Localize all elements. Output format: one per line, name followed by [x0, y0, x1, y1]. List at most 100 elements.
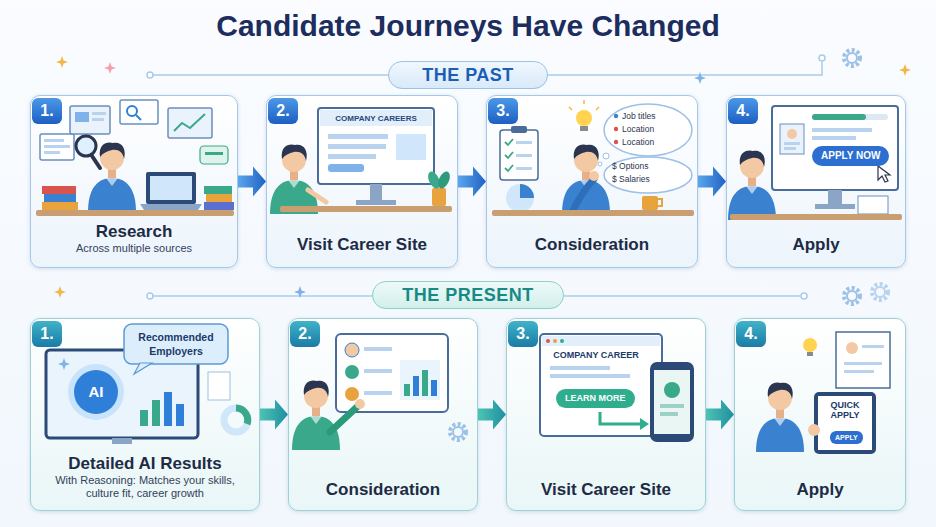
decor-lines	[801, 293, 807, 299]
step-title: Detailed AI Results	[68, 454, 221, 474]
career-site-scene	[370, 184, 382, 200]
decor-lines	[147, 55, 825, 299]
apply-scene	[756, 382, 804, 452]
ai-results-scene	[236, 408, 248, 424]
screen-button: APPLY	[830, 431, 863, 444]
decor-lines	[150, 295, 372, 297]
ai-results-scene	[152, 400, 160, 426]
consideration-scene	[431, 380, 437, 396]
research-scene	[200, 146, 228, 164]
step-title: Visit Career Site	[541, 480, 671, 500]
callout-number: 2.	[268, 98, 298, 124]
consideration-scene	[516, 167, 532, 170]
consideration-scene	[562, 144, 610, 214]
research-scene	[44, 139, 64, 142]
research-scene	[36, 210, 234, 216]
apply-scene	[828, 190, 842, 204]
apply-scene	[756, 332, 890, 454]
research-scene	[36, 100, 234, 216]
flow-arrow	[238, 167, 266, 197]
career-site-scene	[328, 154, 376, 159]
section-label: THE PAST	[422, 64, 514, 86]
sparkles	[872, 284, 888, 300]
apply-scene	[814, 392, 876, 454]
consideration-scene	[450, 424, 466, 440]
research-scene	[70, 106, 110, 134]
callout-number: 4.	[736, 321, 766, 347]
consideration-scene	[404, 384, 410, 396]
section-label: THE PRESENT	[402, 284, 534, 306]
tablet-heading: QUICK APPLY	[818, 400, 872, 420]
section-pill: THE PAST	[388, 61, 548, 89]
speech-bubble-text: Recommended Employers	[128, 330, 224, 358]
consideration-scene	[580, 126, 588, 131]
ai-results-scene	[46, 324, 248, 444]
step-box: Visit Career Site	[506, 318, 706, 511]
apply-scene	[730, 214, 902, 220]
step-title: Apply	[796, 480, 843, 500]
ai-results-scene	[74, 370, 118, 414]
apply-scene	[780, 124, 804, 154]
consideration-scene	[500, 130, 538, 180]
sparkles	[844, 50, 860, 66]
research-scene	[40, 134, 74, 160]
ai-results-scene	[58, 358, 70, 370]
consideration-scene	[345, 365, 359, 379]
apply-scene	[784, 147, 796, 150]
apply-scene	[818, 396, 872, 450]
career-site-scene	[356, 200, 396, 205]
apply-scene	[812, 114, 866, 120]
step-title: Visit Career Site	[297, 235, 427, 255]
career-site-scene	[280, 206, 452, 212]
apply-scene	[862, 345, 884, 348]
consideration-scene	[336, 334, 448, 412]
sparkles	[294, 286, 306, 298]
career-site-scene	[328, 134, 388, 139]
career-site-scene	[540, 334, 662, 436]
career-site-scene	[436, 170, 453, 191]
consideration-scene	[614, 114, 618, 118]
research-scene	[204, 202, 234, 210]
career-site-scene	[640, 418, 649, 430]
career-site-scene	[328, 144, 386, 149]
consideration-scene	[492, 210, 694, 216]
consideration-scene	[422, 370, 428, 396]
decor-lines	[548, 62, 822, 75]
apply-scene	[878, 166, 890, 182]
consideration-scene	[642, 196, 658, 210]
research-scene	[92, 118, 104, 121]
thought-item: Location	[622, 137, 654, 148]
callout-number: 2.	[290, 321, 320, 347]
thought-item: Location	[622, 124, 654, 135]
consideration-scene	[364, 347, 392, 351]
ai-results-scene	[176, 404, 184, 426]
research-scene	[42, 186, 76, 194]
section-pill: THE PRESENT	[372, 281, 564, 309]
consideration-scene	[330, 406, 358, 432]
callout-number: 1.	[32, 321, 62, 347]
apply-scene	[812, 114, 888, 120]
career-site-scene	[664, 382, 680, 398]
consideration-scene	[598, 162, 602, 166]
research-scene	[146, 172, 196, 204]
career-site-scene	[553, 339, 557, 343]
research-scene	[76, 136, 96, 156]
consideration-scene	[345, 387, 359, 401]
consideration-scene	[604, 104, 692, 156]
decor-lines	[819, 55, 825, 61]
apply-scene	[784, 142, 800, 145]
consideration-scene	[603, 153, 609, 159]
decor-lines	[564, 295, 800, 297]
research-scene	[44, 145, 70, 148]
step-title: Research	[96, 222, 173, 242]
thought-item: $ Salaries	[612, 174, 650, 185]
research-scene	[42, 202, 78, 210]
callout-number: 3.	[488, 98, 518, 124]
career-site-scene	[560, 339, 564, 343]
consideration-scene	[658, 199, 662, 206]
consideration-scene	[364, 369, 392, 373]
decor-lines	[147, 293, 153, 299]
research-scene	[127, 106, 137, 116]
career-site-scene	[328, 164, 364, 172]
